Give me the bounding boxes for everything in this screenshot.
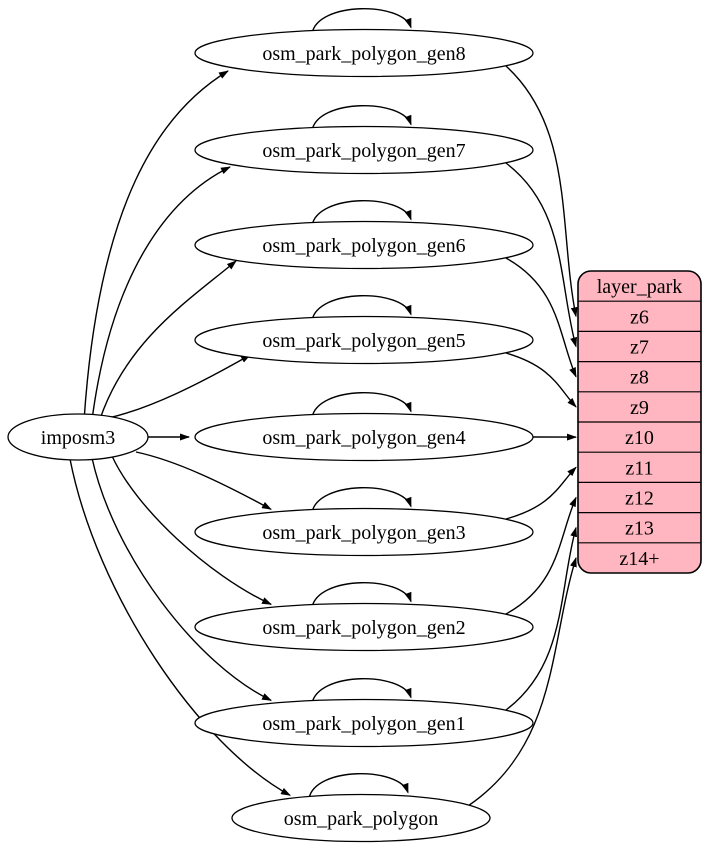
edge-imposm3-to-osm_park_polygon_gen7 [92,167,230,420]
table-node-osm_park_polygon_gen1-label: osm_park_polygon_gen1 [262,713,465,735]
edge-imposm3-to-osm_park_polygon_gen3 [136,452,271,509]
table-node-osm_park_polygon_gen8-label: osm_park_polygon_gen8 [262,43,465,65]
nodes-group: imposm3 osm_park_polygon_gen8 osm_park_pol… [8,30,701,842]
layer-row-z14+: z14+ [619,548,659,570]
table-node-osm_park_polygon_gen5-label: osm_park_polygon_gen5 [262,330,465,352]
layer-row-z6: z6 [630,306,649,328]
edge-osm_park_polygon_gen5-to-z9 [506,353,576,407]
edge-osm_park_polygon_gen8-to-z6 [506,66,576,316]
edge-osm_park_polygon-to-z14+ [469,558,576,805]
table-node-osm_park_polygon_gen3-label: osm_park_polygon_gen3 [262,522,465,544]
edge-osm_park_polygon_gen6-to-z8 [506,258,576,377]
layer-row-z9: z9 [630,397,649,419]
table-node-osm_park_polygon_gen4-label: osm_park_polygon_gen4 [262,427,465,449]
edge-osm_park_polygon_gen3-to-z11 [506,467,576,519]
layer-row-z8: z8 [630,367,649,389]
layer-row-z10: z10 [625,427,654,449]
layer-row-z12: z12 [625,488,654,510]
source-node-imposm3-label: imposm3 [41,427,115,449]
table-node-osm_park_polygon-label: osm_park_polygon [284,808,438,830]
table-node-osm_park_polygon_gen7-label: osm_park_polygon_gen7 [262,140,465,162]
table-node-osm_park_polygon_gen2-label: osm_park_polygon_gen2 [262,617,465,639]
layer-row-z13: z13 [625,518,654,540]
table-node-osm_park_polygon_gen6-label: osm_park_polygon_gen6 [262,235,465,257]
layer-row-z11: z11 [625,457,653,479]
layer-row-z7: z7 [630,337,649,359]
edge-imposm3-to-osm_park_polygon_gen5 [108,355,250,418]
layer-table-title: layer_park [597,276,683,298]
